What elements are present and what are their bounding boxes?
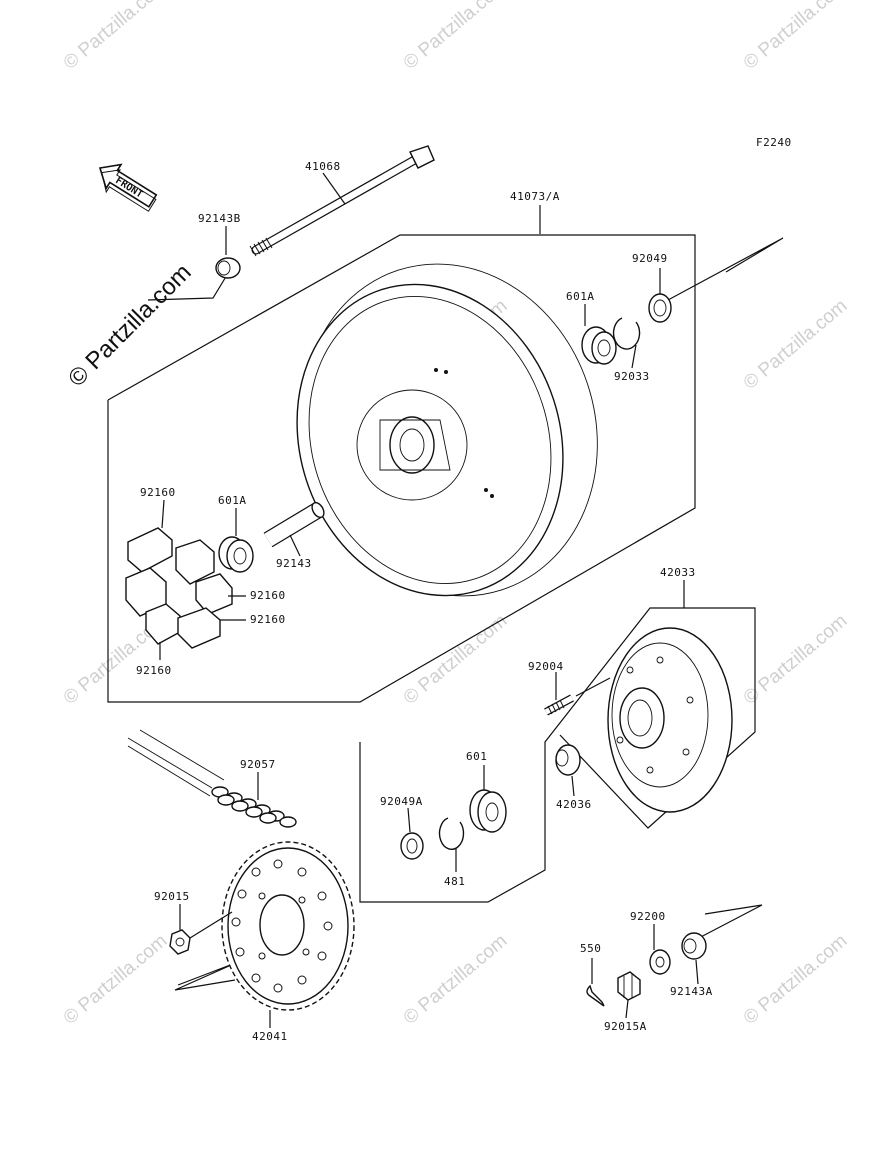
front-arrow-icon: FRONT xyxy=(98,163,158,212)
label-41073A: 41073/A xyxy=(510,190,560,203)
label-550: 550 xyxy=(580,942,601,955)
axle-collar-left xyxy=(215,226,241,279)
bearing-left xyxy=(218,508,254,573)
hub-seal xyxy=(400,807,424,860)
label-601A-right: 601A xyxy=(566,290,595,303)
label-42036: 42036 xyxy=(556,798,592,811)
label-92143A: 92143A xyxy=(670,985,713,998)
label-92057: 92057 xyxy=(240,758,276,771)
label-481: 481 xyxy=(444,875,465,888)
label-92004: 92004 xyxy=(528,660,564,673)
bearing-right xyxy=(581,304,617,365)
label-92160-top: 92160 xyxy=(140,486,176,499)
watermark: © Partzilla.com xyxy=(400,0,512,74)
wheel-group-outline xyxy=(107,234,696,703)
watermark-main: © Partzilla.com xyxy=(63,259,196,392)
guide-line xyxy=(667,237,784,301)
hub-bearing xyxy=(469,765,507,833)
label-92200: 92200 xyxy=(630,910,666,923)
rear-sprocket xyxy=(221,841,355,1028)
watermark: © Partzilla.com xyxy=(60,0,172,74)
watermark: © Partzilla.com xyxy=(740,295,852,393)
watermark: © Partzilla.com xyxy=(60,930,172,1028)
label-92049: 92049 xyxy=(632,252,668,265)
label-92160-mid1: 92160 xyxy=(250,589,286,602)
watermark: © Partzilla.com xyxy=(400,930,512,1028)
label-601A-left: 601A xyxy=(218,494,247,507)
label-601: 601 xyxy=(466,750,487,763)
label-92160-mid2: 92160 xyxy=(250,613,286,626)
sprocket-nut xyxy=(169,904,233,955)
guide-line xyxy=(174,961,239,991)
label-92049A: 92049A xyxy=(380,795,423,808)
hub-circlip xyxy=(438,817,465,872)
watermark: © Partzilla.com xyxy=(740,930,852,1028)
label-41068: 41068 xyxy=(305,160,341,173)
label-92015A: 92015A xyxy=(604,1020,647,1033)
label-42033: 42033 xyxy=(660,566,696,579)
watermark: © Partzilla.com xyxy=(740,610,852,708)
washer xyxy=(649,924,671,975)
axle-collar-right xyxy=(681,932,707,985)
axle-nut xyxy=(617,971,641,1019)
damper-rubbers xyxy=(125,499,246,660)
label-92015: 92015 xyxy=(154,890,190,903)
label-92160-bottom: 92160 xyxy=(136,664,172,677)
stud xyxy=(544,672,611,716)
label-92033: 92033 xyxy=(614,370,650,383)
watermark: © Partzilla.com xyxy=(400,610,512,708)
cotter-pin xyxy=(586,958,605,1007)
watermark: © Partzilla.com xyxy=(740,0,852,74)
figure-code: F2240 xyxy=(756,136,792,149)
rear-wheel xyxy=(296,205,598,597)
seal-right xyxy=(648,268,672,323)
guide-line xyxy=(147,269,231,301)
drive-chain xyxy=(127,729,297,828)
label-42041: 42041 xyxy=(252,1030,288,1043)
spacer xyxy=(263,501,325,557)
sprocket-hub xyxy=(607,580,733,813)
label-92143: 92143 xyxy=(276,557,312,570)
axle xyxy=(249,145,435,257)
hub-collar xyxy=(555,744,581,797)
circlip-right xyxy=(612,317,641,369)
label-92143B: 92143B xyxy=(198,212,241,225)
guide-line xyxy=(694,904,763,941)
